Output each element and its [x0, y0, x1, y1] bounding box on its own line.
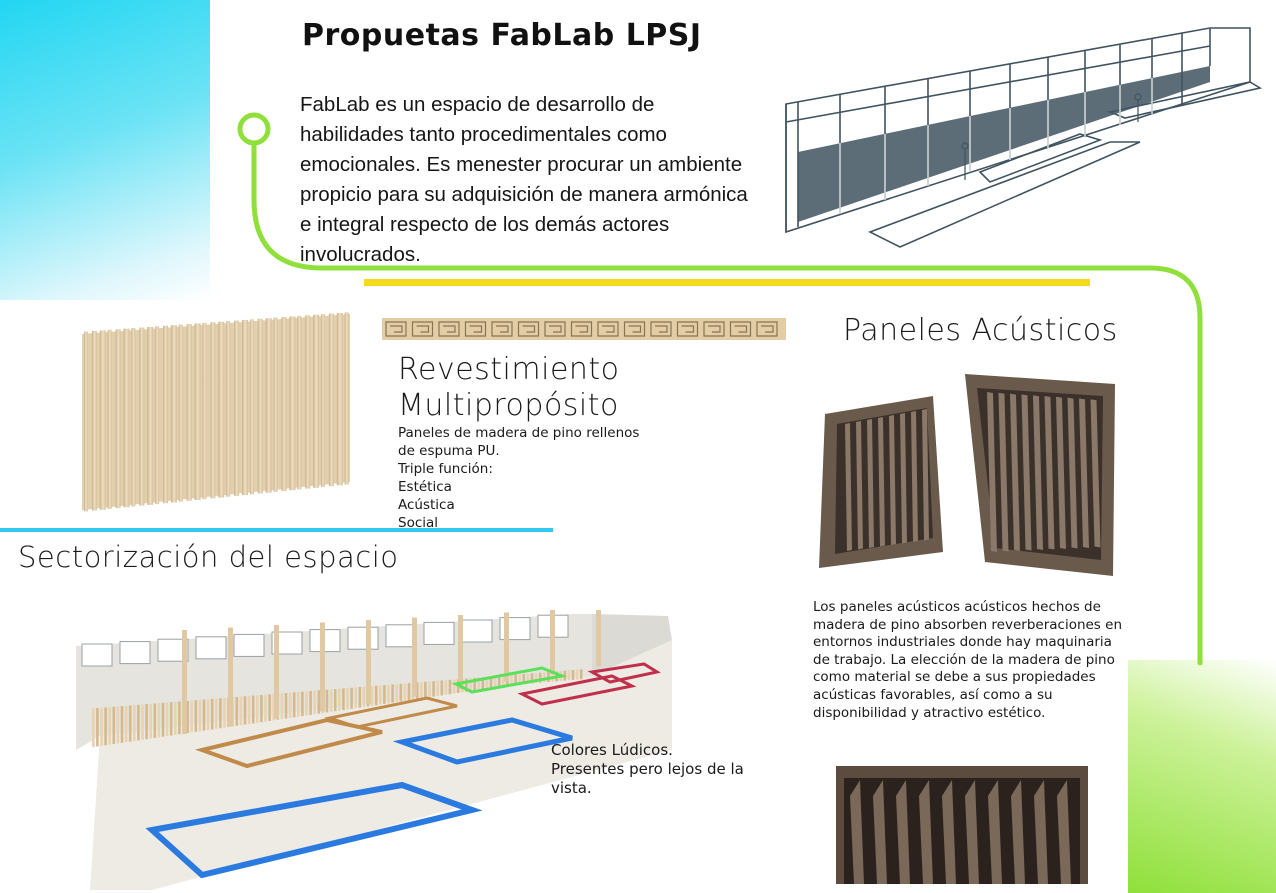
fablab-perspective-sketch [785, 27, 1263, 248]
yellow-divider [364, 279, 1090, 286]
function-item: Acústica [398, 497, 455, 513]
cyan-divider [0, 528, 553, 532]
function-item: Estética [398, 479, 452, 495]
revestimiento-desc-line: Paneles de madera de pino rellenos [398, 425, 640, 441]
page-title: Propuetas FabLab LPSJ [302, 18, 702, 53]
wood-wall-panel-image [82, 312, 350, 512]
cyan-gradient-block [0, 0, 210, 300]
function-item: Social [398, 515, 439, 531]
paneles-heading: Paneles Acústicos [843, 313, 1118, 348]
caption-line: Colores Lúdicos. [551, 741, 673, 759]
revestimiento-title-line2: Multipropósito [398, 388, 619, 423]
revestimiento-heading: Revestimiento Multipropósito [398, 352, 620, 424]
acoustic-panels-image [819, 374, 1115, 576]
caption-line: vista. [551, 779, 592, 797]
panel-section-strip [382, 318, 786, 340]
revestimiento-description: Paneles de madera de pino rellenos de es… [398, 424, 698, 532]
sectorizacion-heading: Sectorización del espacio [18, 540, 399, 574]
paneles-description: Los paneles acústicos acústicos hechos d… [813, 599, 1122, 721]
revestimiento-desc-line: Triple función: [398, 461, 493, 477]
acoustic-panel-closeup-image [836, 766, 1088, 884]
revestimiento-desc-line: de espuma PU. [398, 443, 500, 459]
intro-paragraph: FabLab es un espacio de desarrollo de ha… [300, 93, 748, 266]
space-sectorization-render [76, 610, 672, 890]
revestimiento-title-line1: Revestimiento [398, 352, 620, 387]
sectorizacion-caption: Colores Lúdicos. Presentes pero lejos de… [551, 741, 744, 798]
green-gradient-block [1128, 660, 1276, 893]
caption-line: Presentes pero lejos de la [551, 760, 744, 778]
